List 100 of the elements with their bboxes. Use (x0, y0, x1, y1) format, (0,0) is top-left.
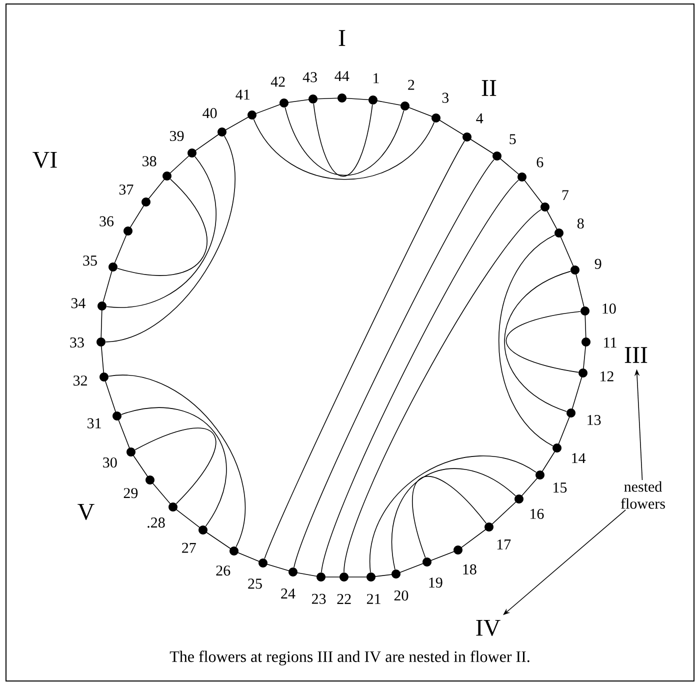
point-number: 7 (562, 190, 569, 200)
point-number: 40 (202, 108, 217, 118)
dot (422, 558, 432, 566)
dot (484, 522, 494, 532)
chord-curve (264, 140, 465, 559)
point-number: 4 (476, 113, 484, 124)
point-number: 9 (594, 258, 602, 269)
point-number: 8 (577, 218, 584, 229)
region-label: III (624, 347, 648, 363)
dot (142, 198, 150, 206)
point-number: .28 (148, 518, 165, 528)
dot (578, 368, 588, 378)
point-number: 29 (124, 488, 138, 498)
chord-curve (253, 118, 435, 180)
point-number: 30 (103, 457, 117, 468)
point-number: 38 (142, 156, 156, 166)
dot (536, 470, 544, 480)
dot (316, 572, 326, 582)
dot (100, 372, 108, 382)
dot (288, 568, 298, 576)
chord-curve (108, 374, 246, 548)
point-number: 10 (602, 304, 616, 314)
chord-curve (506, 311, 581, 373)
chord-curve (412, 476, 487, 558)
dot (280, 98, 288, 108)
region-label: IV (476, 620, 500, 636)
point-number: 16 (530, 508, 544, 519)
dot (340, 572, 348, 582)
dot (96, 338, 106, 346)
point-number: 14 (572, 453, 586, 464)
point-number: 3 (442, 92, 449, 103)
point-number: 6 (536, 157, 544, 168)
point-number: 42 (270, 76, 285, 87)
region-label: II (482, 80, 496, 96)
point-number: 2 (408, 80, 414, 90)
chord-curve (121, 407, 227, 527)
chord-curve (284, 107, 404, 176)
chord-curve (134, 428, 216, 504)
dot (492, 152, 502, 160)
chord-curve (294, 159, 494, 568)
chord-curve (117, 178, 208, 276)
dot (146, 476, 154, 484)
point-number: 41 (236, 90, 250, 100)
dot (570, 266, 580, 274)
dot (124, 226, 132, 236)
point-number: 32 (74, 376, 87, 386)
chord-curve (370, 456, 537, 573)
dot (554, 228, 564, 238)
point-number: 21 (366, 594, 380, 604)
point-number: 34 (71, 298, 86, 308)
dot (566, 408, 576, 418)
point-number: 35 (83, 256, 97, 266)
region-label: V (78, 504, 94, 520)
chord-curve (105, 136, 236, 342)
dot (126, 448, 136, 456)
dot (162, 172, 172, 180)
dot (248, 110, 256, 120)
point-number: 19 (429, 578, 442, 588)
dot (108, 262, 118, 272)
dot (540, 202, 550, 212)
chord-curve (321, 180, 519, 573)
dot (400, 102, 410, 110)
caption: The flowers at regions III and IV are nested in flower II. (170, 650, 530, 666)
point-number: 11 (604, 338, 616, 348)
dot (218, 128, 226, 136)
point-number: 24 (281, 588, 296, 598)
point-number: 23 (312, 594, 326, 604)
dot (338, 94, 346, 102)
chord-curve (392, 468, 516, 570)
point-number: 22 (337, 594, 351, 604)
point-number: 36 (100, 216, 114, 226)
point-number: 13 (588, 414, 601, 426)
point-number: 44 (334, 71, 350, 81)
dot (308, 94, 318, 104)
dot (258, 558, 268, 568)
dot (366, 572, 376, 582)
chord-curve (344, 209, 542, 573)
dot (188, 148, 196, 158)
dot (98, 302, 106, 310)
point-number: 43 (302, 72, 317, 82)
dot (168, 502, 178, 512)
point-number: 26 (216, 566, 230, 576)
dot (514, 494, 524, 504)
dot (432, 114, 440, 122)
point-number: 33 (70, 337, 84, 348)
point-number: 17 (497, 539, 511, 550)
region-label: VI (32, 152, 57, 168)
dot (518, 172, 526, 182)
dot (230, 546, 238, 556)
dot (368, 96, 378, 104)
chord-curve (504, 270, 571, 412)
point-number: 27 (182, 542, 196, 553)
dot (552, 444, 562, 452)
point-number: 15 (554, 482, 567, 493)
point-number: 18 (463, 564, 476, 574)
dot (198, 526, 208, 534)
point-number: 5 (510, 134, 516, 144)
point-number: 31 (88, 418, 101, 428)
dot (392, 570, 400, 578)
dot (580, 306, 590, 316)
